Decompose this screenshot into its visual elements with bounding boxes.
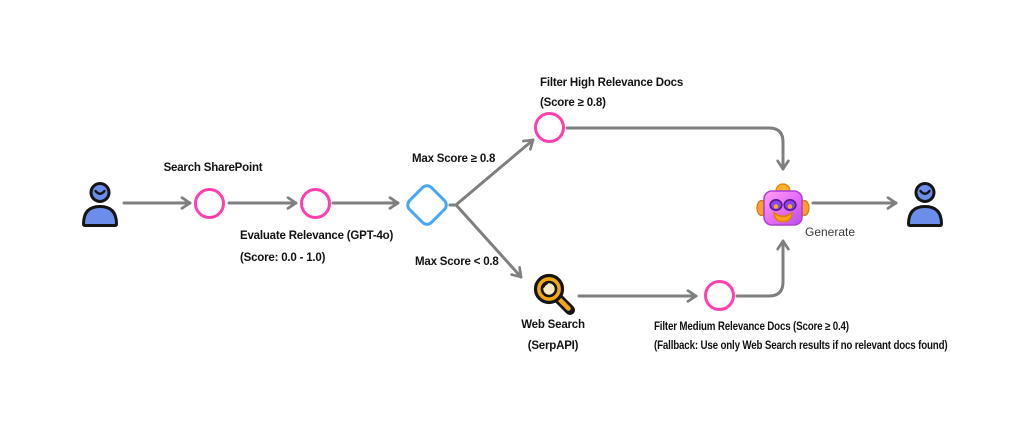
task-node-filter-high xyxy=(534,112,565,143)
label-search-sharepoint: Search SharePoint xyxy=(163,162,263,174)
edge-decision-to-web-search xyxy=(455,204,523,279)
robot-icon xyxy=(756,183,810,226)
label-generate: Generate xyxy=(805,225,856,239)
task-node-evaluate-relevance xyxy=(300,188,331,219)
edge-filter-medium-to-generate xyxy=(735,239,790,298)
label-serpapi: (SerpAPI) xyxy=(527,340,579,352)
label-filter-high: Filter High Relevance Docs xyxy=(540,77,684,89)
edge-filter-high-to-generate xyxy=(565,126,790,171)
task-node-search-sharepoint xyxy=(194,188,225,219)
label-filter-high-score: (Score ≥ 0.8) xyxy=(540,97,606,109)
edge-decision-to-filter-high xyxy=(455,138,535,206)
label-web-search: Web Search xyxy=(521,319,585,331)
label-filter-medium: Filter Medium Relevance Docs (Score ≥ 0.… xyxy=(654,321,849,333)
label-evaluate-score-range: (Score: 0.0 - 1.0) xyxy=(240,252,326,264)
task-node-filter-medium xyxy=(704,280,735,311)
label-evaluate-relevance: Evaluate Relevance (GPT-4o) xyxy=(240,230,394,242)
label-branch-high: Max Score ≥ 0.8 xyxy=(412,153,496,165)
label-branch-low: Max Score < 0.8 xyxy=(415,256,499,268)
user-person-icon xyxy=(907,182,943,227)
label-filter-medium-fallback: (Fallback: Use only Web Search results i… xyxy=(654,340,948,352)
user-person-icon xyxy=(82,182,118,227)
magnifier-icon xyxy=(533,273,575,315)
